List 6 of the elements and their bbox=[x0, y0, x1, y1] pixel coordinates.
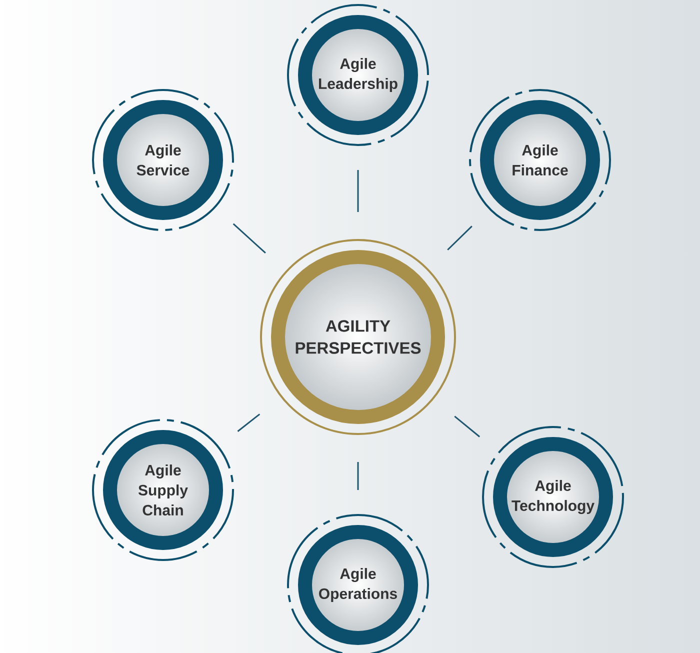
connector-line bbox=[447, 226, 472, 250]
connector-line bbox=[357, 462, 359, 490]
connector-line bbox=[454, 416, 480, 438]
connector-line bbox=[232, 223, 266, 254]
connector-line bbox=[357, 170, 359, 212]
connector-line bbox=[237, 414, 260, 432]
